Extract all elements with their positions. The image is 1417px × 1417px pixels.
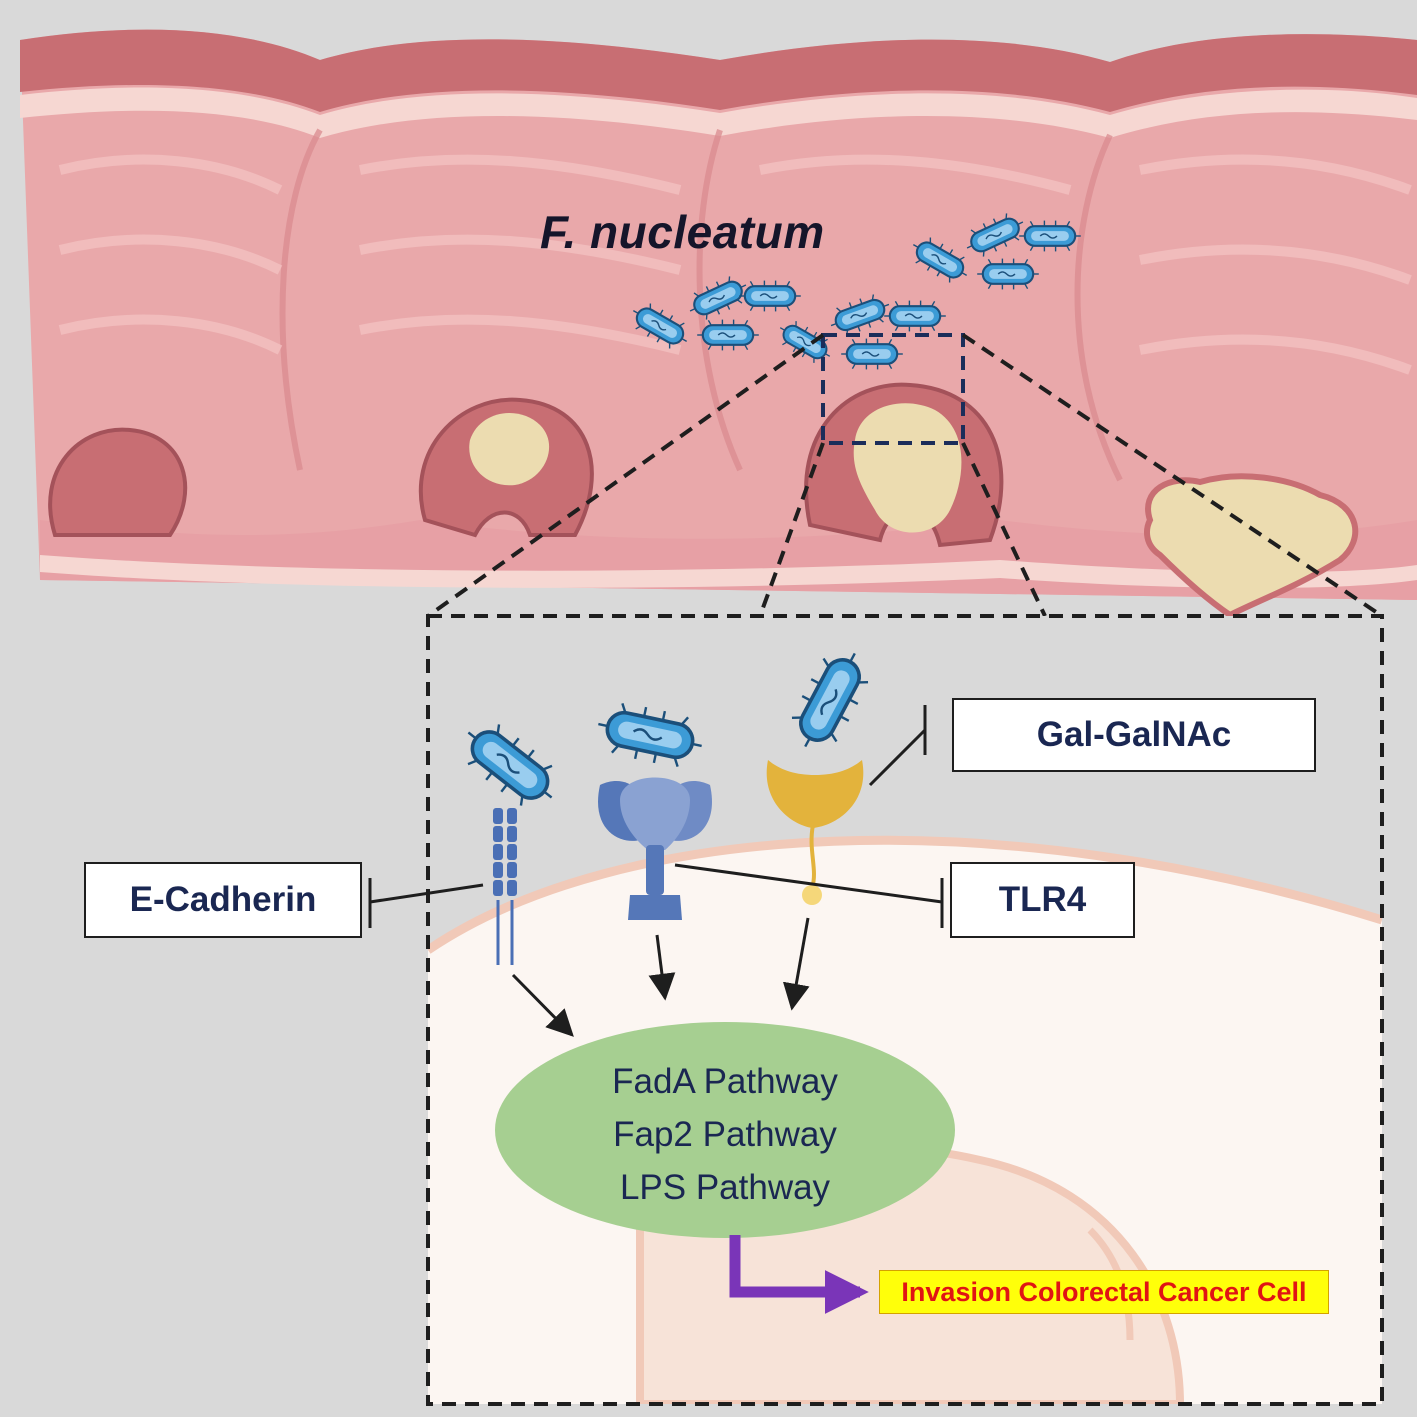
receptor-box-galgalnac: Gal-GalNAc bbox=[952, 698, 1316, 772]
outcome-arrow-icon bbox=[729, 1235, 869, 1314]
activation-arrow-icon bbox=[511, 917, 810, 1037]
pathway-item: LPS Pathway bbox=[619, 1168, 831, 1207]
polyps bbox=[48, 382, 1359, 619]
receptor-box-tlr4: TLR4 bbox=[950, 862, 1135, 938]
pathway-item: Fap2 Pathway bbox=[613, 1115, 837, 1154]
inhibition-bar-icon bbox=[368, 705, 944, 928]
colon-tissue bbox=[20, 29, 1417, 601]
pathway-ellipse bbox=[495, 1022, 955, 1238]
pathway-list: FadA Pathway Fap2 Pathway LPS Pathway bbox=[560, 1055, 890, 1214]
ecadherin-receptor-icon bbox=[493, 808, 517, 965]
receptor-box-ecadherin: E-Cadherin bbox=[84, 862, 362, 938]
zoom-lines bbox=[426, 333, 1384, 618]
pathway-item: FadA Pathway bbox=[612, 1062, 838, 1101]
tlr4-receptor-icon bbox=[598, 777, 712, 920]
outcome-label: Invasion Colorectal Cancer Cell bbox=[879, 1270, 1329, 1314]
species-label: F. nucleatum bbox=[540, 206, 825, 258]
